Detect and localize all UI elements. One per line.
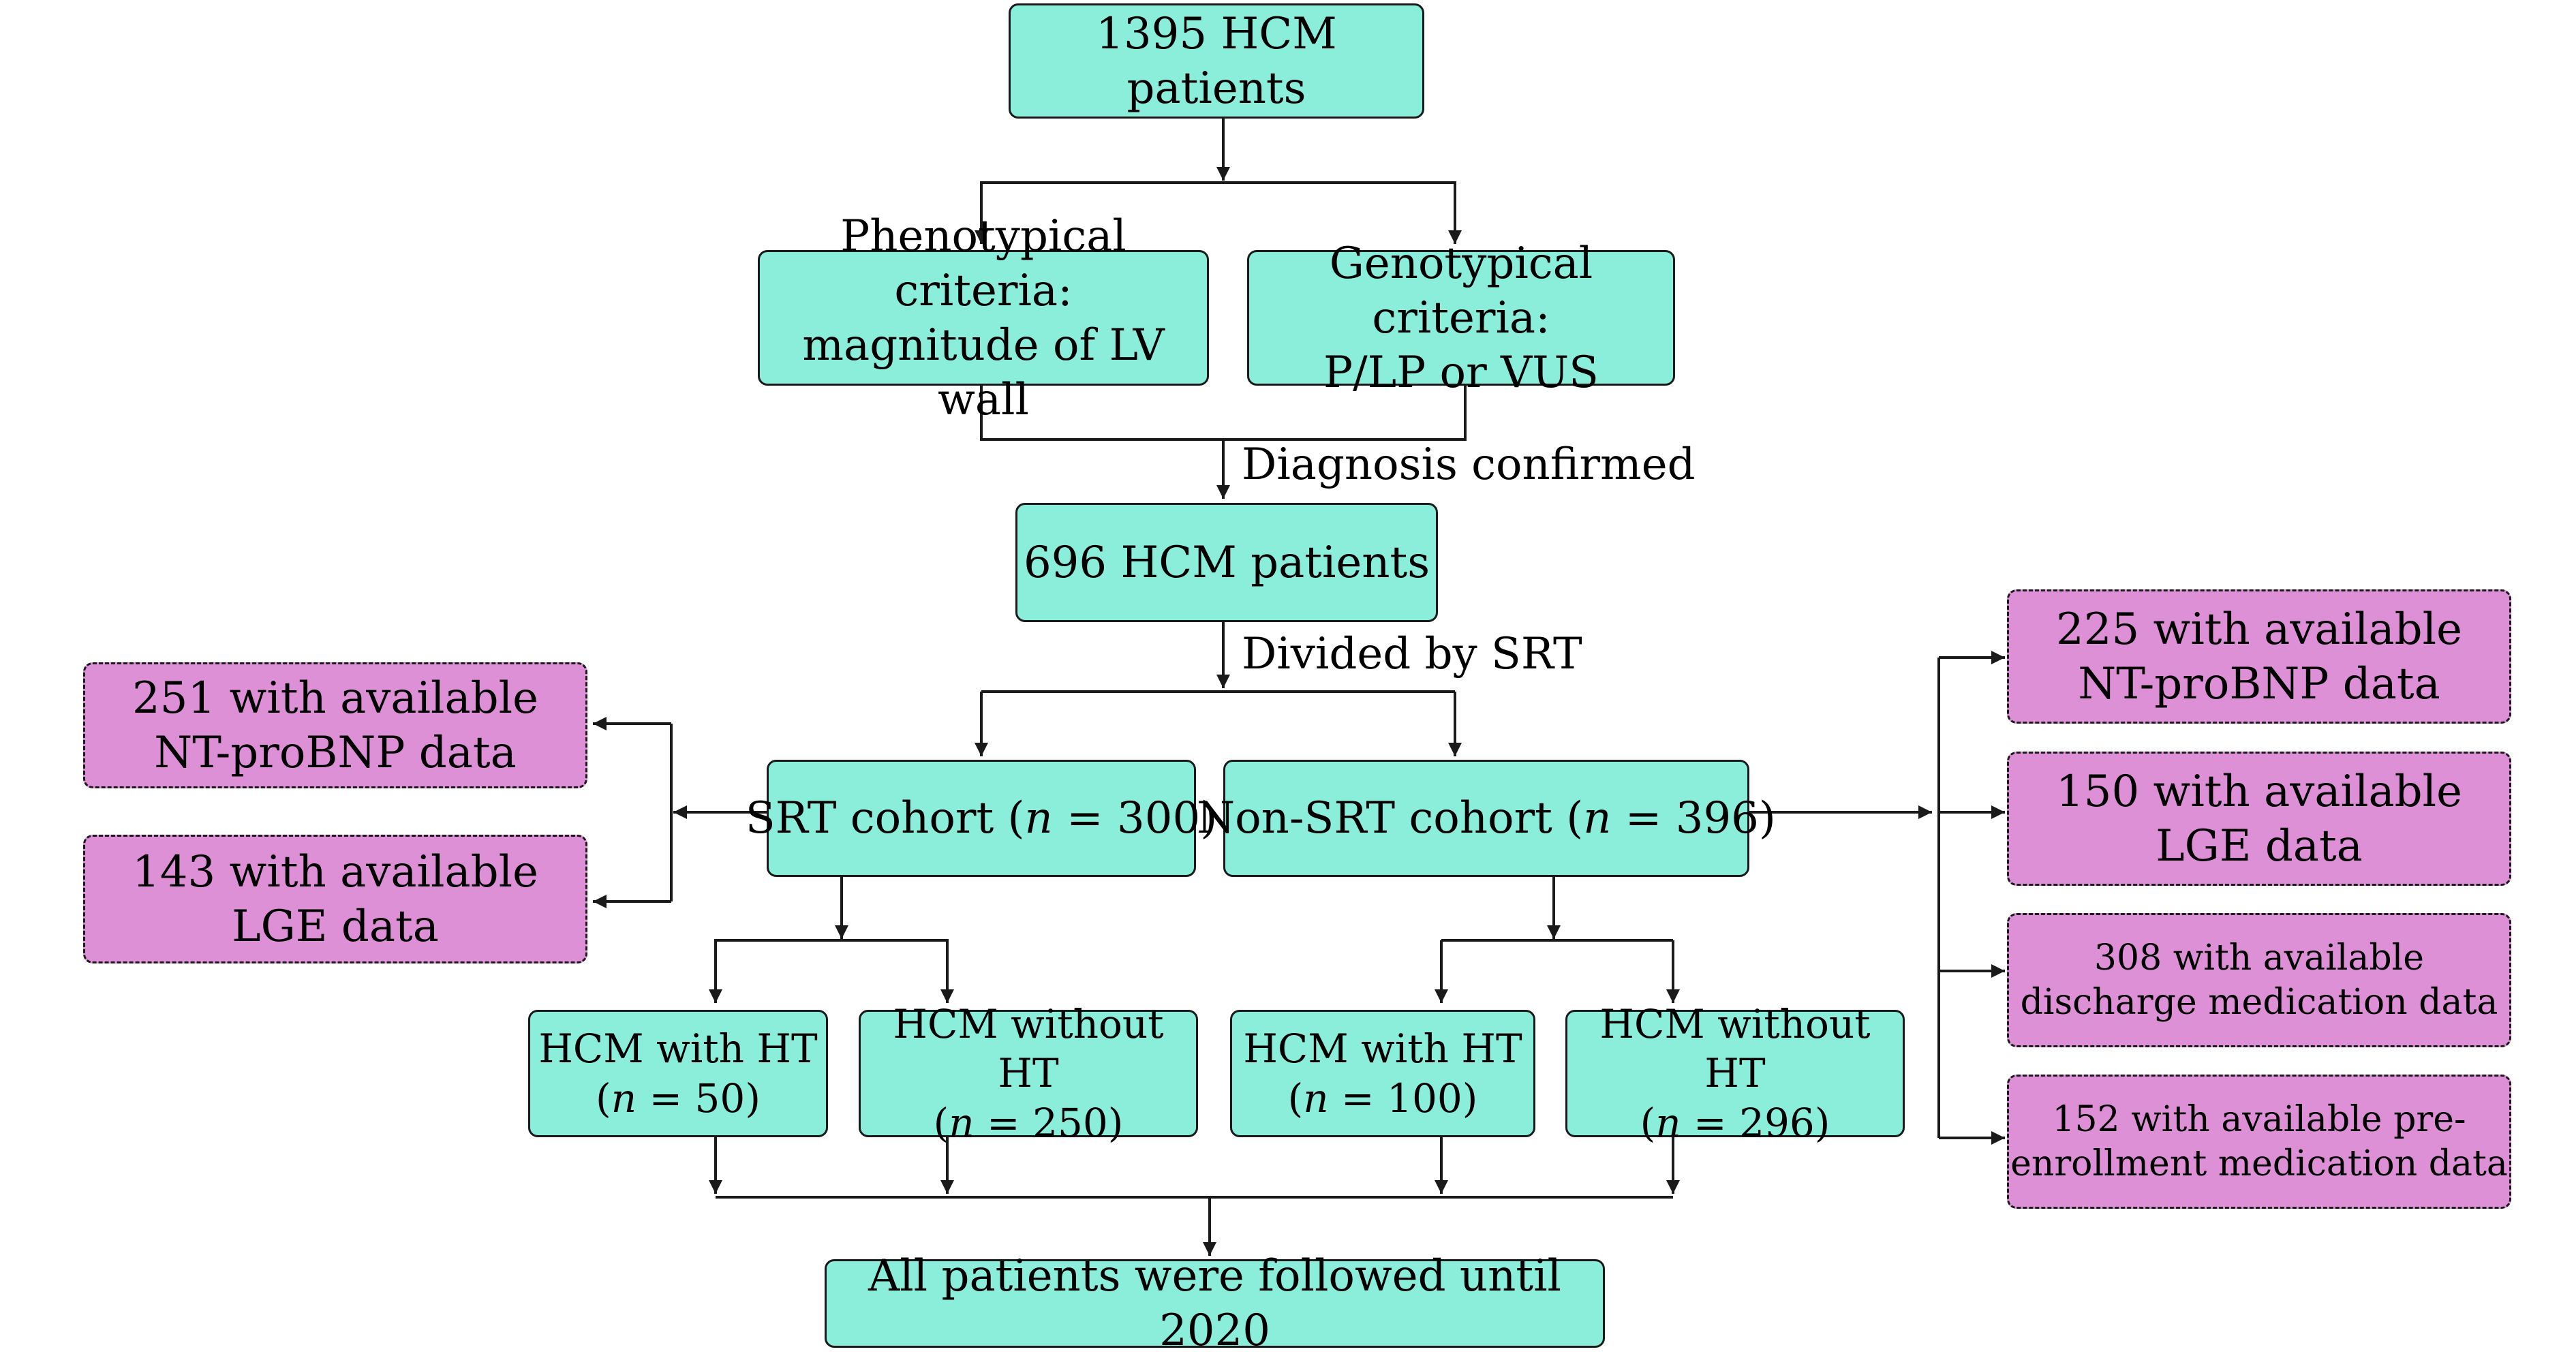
- sub3-close: = 100): [1328, 1075, 1478, 1122]
- confirmed-patients-label: 696 HCM patients: [1023, 537, 1430, 588]
- right-data-box-1: 225 with available NT-proBNP data: [2007, 589, 2511, 724]
- left-data-2-line1: 143 with available: [132, 846, 538, 897]
- geno-line1: Genotypical criteria:: [1329, 238, 1593, 343]
- geno-line2: P/LP or VUS: [1323, 347, 1599, 398]
- sub2-close: = 250): [974, 1099, 1124, 1146]
- sub1-line1: HCM with HT: [538, 1025, 818, 1072]
- follow-up-label: All patients were followed until 2020: [868, 1251, 1562, 1356]
- srt-cohort-box: SRT cohort (n = 300): [746, 760, 1217, 877]
- sub3-line1: HCM with HT: [1243, 1025, 1522, 1072]
- sub2-line1: HCM without HT: [893, 1000, 1164, 1097]
- srt-n: n: [1024, 793, 1053, 844]
- subgroup-box-nonsrt-without-ht: HCM without HT (n = 296): [1565, 1001, 1905, 1146]
- split-srt-subgroups: [714, 939, 949, 944]
- right-data-2-line1: 150 with available: [2056, 766, 2462, 817]
- sub4-open: (: [1640, 1099, 1656, 1146]
- right-data-3-line1: 308 with available: [2094, 937, 2425, 978]
- nonsrt-prefix: Non-SRT cohort (: [1197, 793, 1584, 844]
- sub1-line2: (n = 50): [596, 1074, 761, 1124]
- subgroup-box-srt-without-ht: HCM without HT (n = 250): [859, 1001, 1198, 1146]
- sub1-open: (: [596, 1075, 611, 1122]
- genotypical-criteria-box: Genotypical criteria: P/LP or VUS: [1247, 238, 1675, 398]
- nonsrt-suffix: = 396): [1611, 793, 1776, 844]
- sub2-line2: (n = 250): [934, 1098, 1124, 1148]
- divided-by-srt-label: Divided by SRT: [1242, 629, 1582, 679]
- subgroup-box-nonsrt-with-ht: HCM with HT (n = 100): [1230, 1010, 1535, 1137]
- srt-suffix: = 300): [1052, 793, 1218, 844]
- sub3-line2: (n = 100): [1288, 1074, 1478, 1124]
- sub4-line2: (n = 296): [1640, 1098, 1830, 1148]
- right-data-box-3: 308 with available discharge medication …: [2007, 913, 2511, 1047]
- pheno-line2: magnitude of LV wall: [802, 320, 1165, 425]
- right-data-1-line2: NT-proBNP data: [2078, 658, 2440, 709]
- sub2-n: n: [949, 1099, 975, 1146]
- right-data-1-line1: 225 with available: [2056, 604, 2462, 655]
- sub3-n: n: [1303, 1075, 1329, 1122]
- right-data-4-line2: enrollment medication data: [2010, 1143, 2508, 1184]
- left-data-box-2: 143 with available LGE data: [83, 835, 587, 963]
- right-data-box-2: 150 with available LGE data: [2007, 752, 2511, 886]
- srt-prefix: SRT cohort (: [745, 793, 1025, 844]
- nonsrt-cohort-box: Non-SRT cohort (n = 396): [1197, 760, 1776, 877]
- sub4-close: = 296): [1681, 1099, 1830, 1146]
- confirmed-patients-box: 696 HCM patients: [1015, 503, 1438, 622]
- sub2-open: (: [933, 1099, 949, 1146]
- right-data-box-4: 152 with available pre- enrollment medic…: [2007, 1075, 2511, 1209]
- subgroup-box-srt-with-ht: HCM with HT (n = 50): [528, 1010, 828, 1137]
- right-data-3-line2: discharge medication data: [2020, 981, 2498, 1023]
- sub1-n: n: [611, 1075, 637, 1122]
- total-patients-label: 1395 HCM patients: [1096, 8, 1337, 114]
- left-data-box-1: 251 with available NT-proBNP data: [83, 662, 587, 788]
- total-patients-box: 1395 HCM patients: [1009, 3, 1424, 119]
- sub4-line1: HCM without HT: [1599, 1000, 1871, 1097]
- sub4-n: n: [1655, 1099, 1681, 1146]
- diagnosis-confirmed-label: Diagnosis confirmed: [1242, 439, 1696, 490]
- right-data-4-line1: 152 with available pre-: [2052, 1098, 2466, 1140]
- nonsrt-n: n: [1583, 793, 1612, 844]
- sub3-open: (: [1287, 1075, 1304, 1122]
- phenotypical-criteria-box: Phenotypical criteria: magnitude of LV w…: [758, 211, 1209, 425]
- nonsrt-cohort-label: Non-SRT cohort (n = 396): [1197, 791, 1776, 846]
- right-data-2-line2: LGE data: [2156, 820, 2363, 871]
- left-data-2-line2: LGE data: [232, 901, 439, 952]
- follow-up-box: All patients were followed until 2020: [825, 1251, 1605, 1356]
- left-data-1-line1: 251 with available: [132, 673, 538, 724]
- sub1-close: = 50): [637, 1075, 761, 1122]
- pheno-line1: Phenotypical criteria:: [840, 211, 1126, 316]
- srt-cohort-label: SRT cohort (n = 300): [746, 791, 1217, 846]
- left-data-1-line2: NT-proBNP data: [154, 727, 517, 778]
